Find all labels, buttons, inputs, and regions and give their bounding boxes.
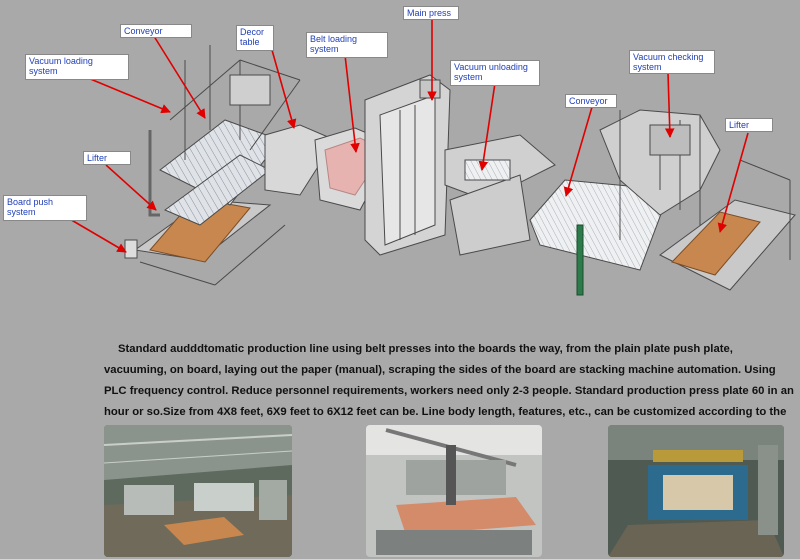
arrow-vacuum-loading [87, 77, 171, 114]
label-main-press: Main press [403, 6, 459, 20]
callout-arrows [67, 20, 749, 253]
conveyor-right [529, 179, 671, 271]
label-conveyor-right: Conveyor [565, 94, 617, 108]
arrow-vacuum-unloading [478, 82, 496, 171]
arrow-lifter-right [717, 132, 749, 233]
board-push-unit [124, 239, 138, 259]
arrow-vacuum-checking [664, 72, 675, 138]
production-line-diagram [67, 20, 796, 296]
arrow-lifter-left [105, 164, 157, 211]
label-decor-table: Decor table [236, 25, 274, 51]
factory-photo-1 [104, 425, 292, 557]
label-conveyor-left: Conveyor [120, 24, 192, 38]
main-press [364, 74, 451, 256]
arrow-belt-loading [344, 54, 360, 153]
factory-photo-3 [608, 425, 784, 557]
board-stack-right [671, 211, 761, 276]
label-belt-loading: Belt loading system [306, 32, 388, 58]
label-lifter-right: Lifter [725, 118, 773, 132]
arrow-decor-table [271, 49, 297, 129]
factory-photo-2 [366, 425, 542, 557]
green-column [576, 224, 584, 296]
description-text: Standard audddtomatic production line us… [104, 343, 794, 439]
label-vacuum-loading: Vacuum loading system [25, 54, 129, 80]
machine-line [124, 45, 796, 296]
arrow-conveyor-right [563, 106, 593, 197]
label-lifter-left: Lifter [83, 151, 131, 165]
arrow-board-push [67, 217, 127, 253]
label-vacuum-checking: Vacuum checking system [629, 50, 715, 74]
vacuum-loading-frame [148, 45, 301, 217]
arrow-conveyor-left [151, 32, 206, 119]
vacuum-checking-frame [599, 109, 721, 250]
label-vacuum-unloading: Vacuum unloading system [450, 60, 540, 86]
label-board-push: Board push system [3, 195, 87, 221]
